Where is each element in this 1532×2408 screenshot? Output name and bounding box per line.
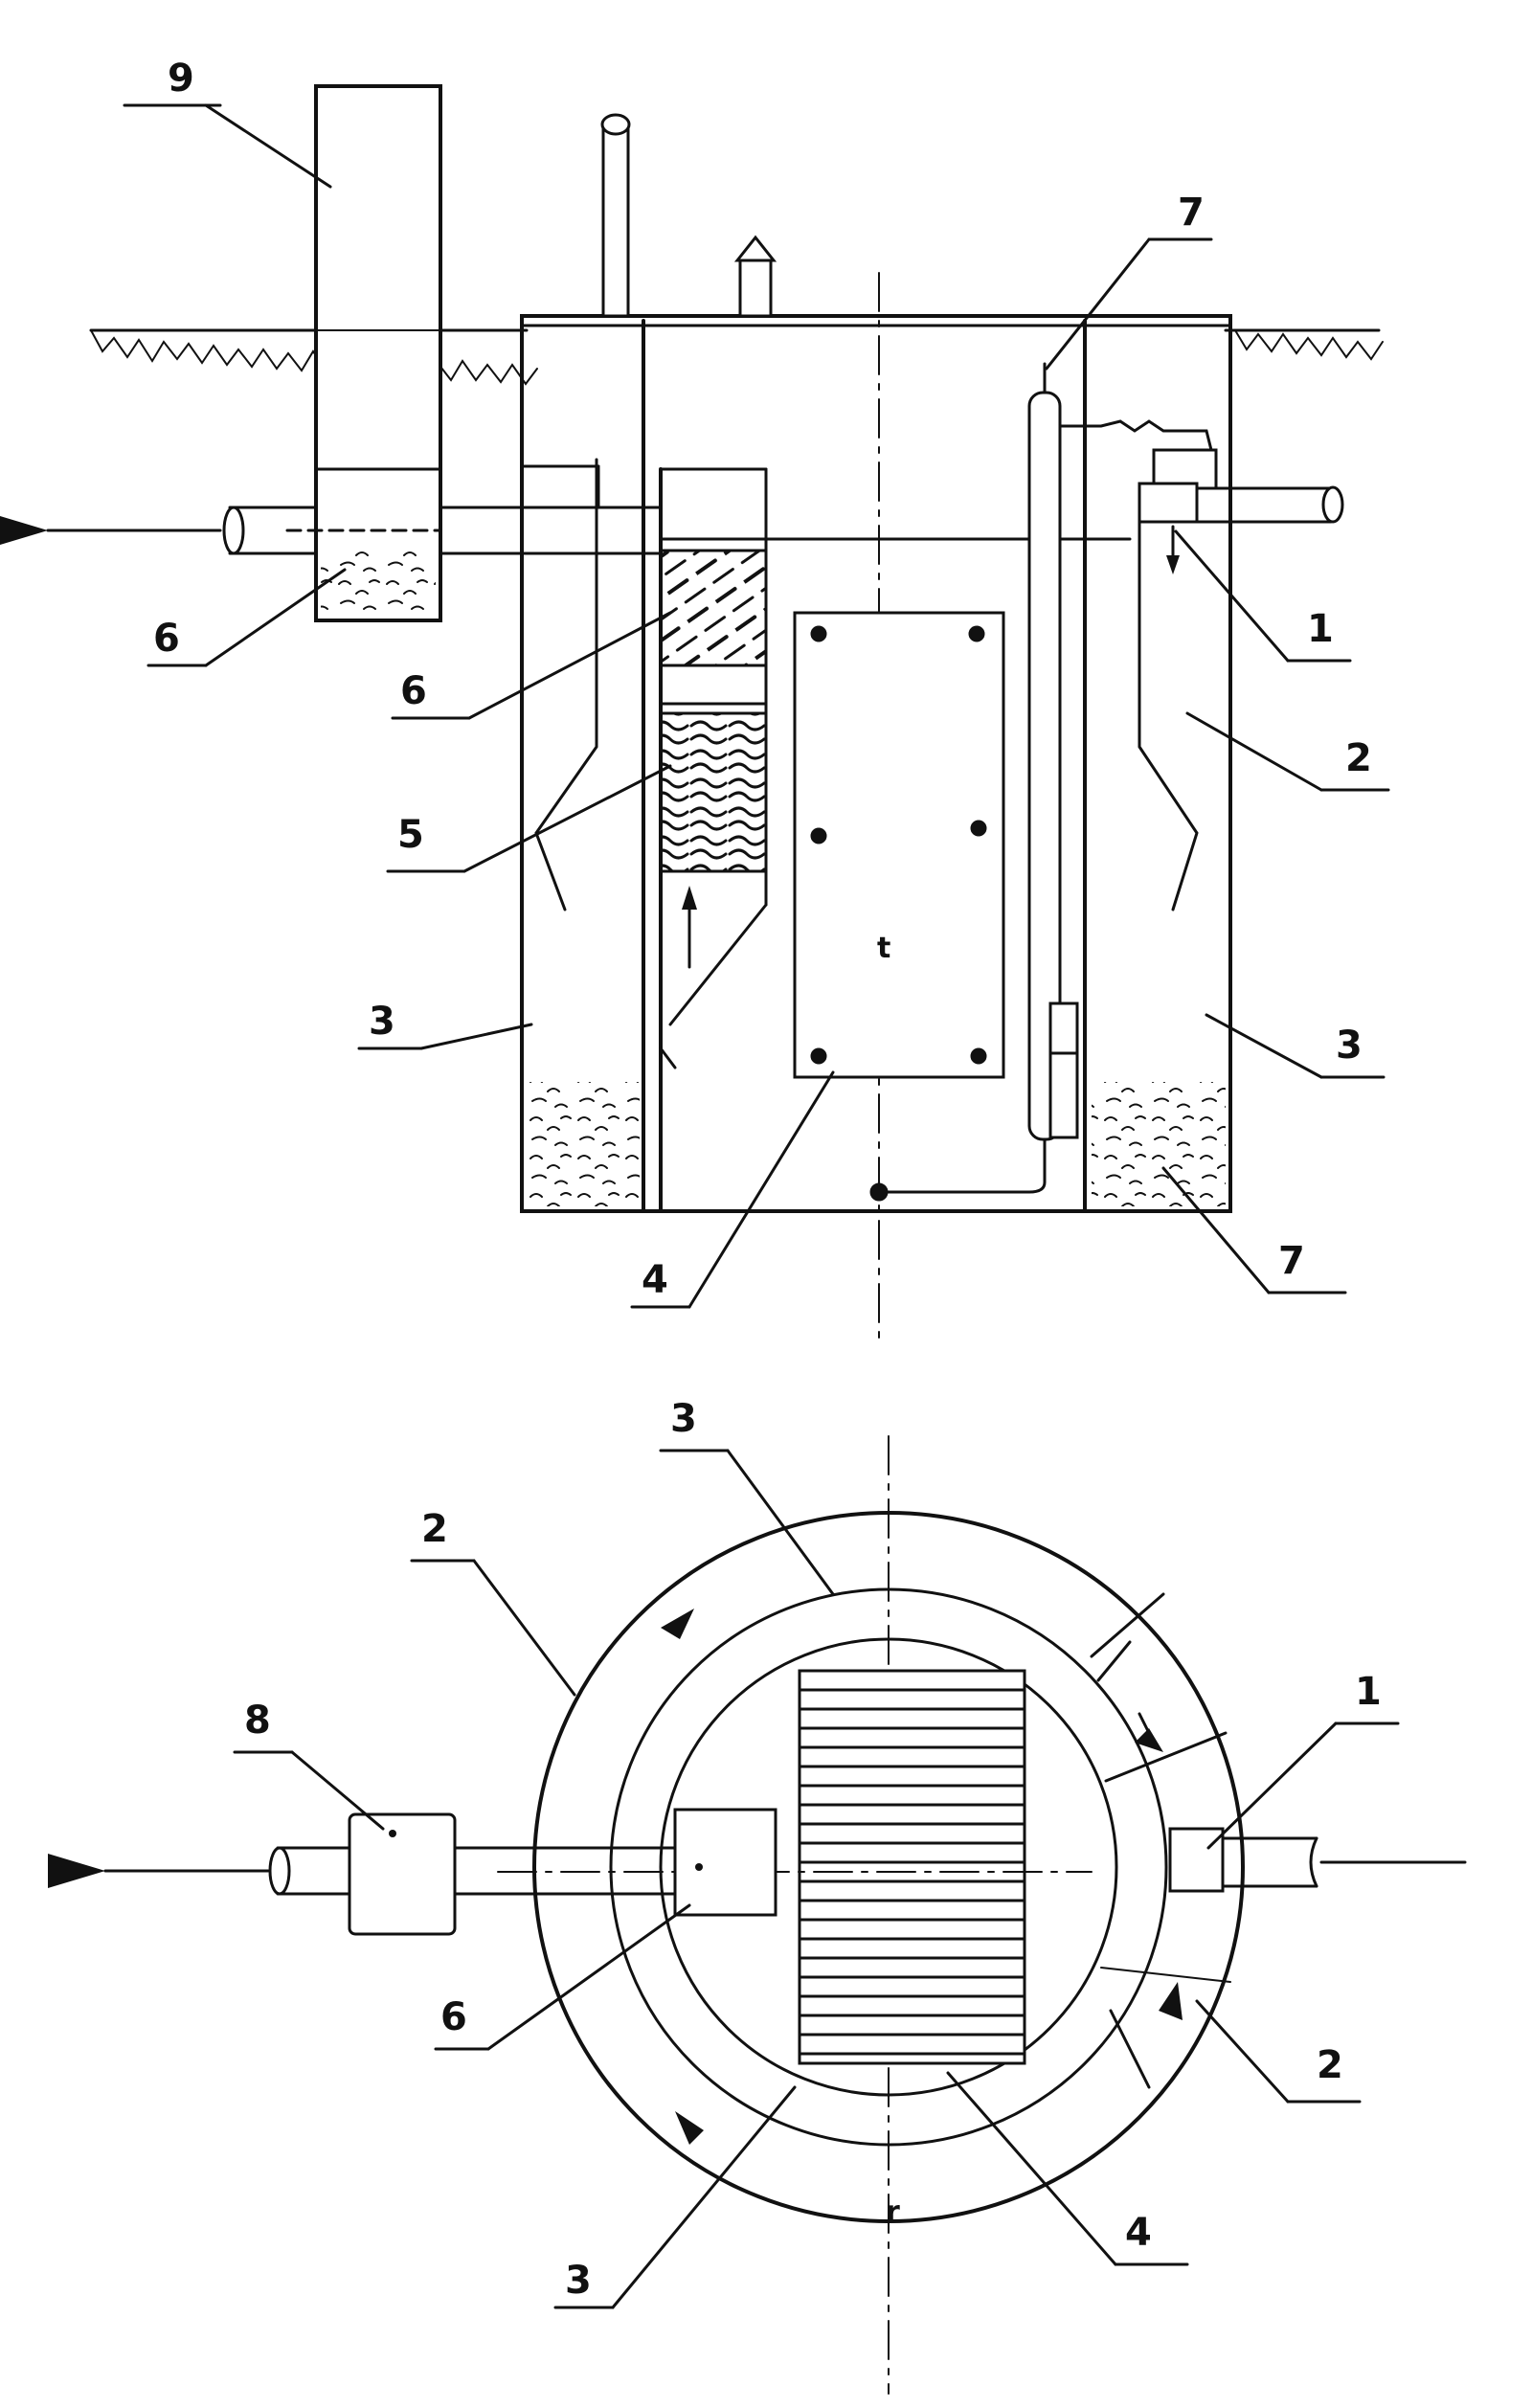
right-baffle bbox=[1138, 506, 1199, 911]
callout-4-plan: 4 bbox=[1125, 2211, 1152, 2255]
vent-pipe bbox=[600, 113, 631, 318]
callout-2-plan-left: 2 bbox=[421, 1507, 448, 1551]
inner-ring bbox=[659, 1637, 1118, 2097]
callout-7-top: 7 bbox=[1178, 191, 1205, 235]
callout-5: 5 bbox=[397, 813, 424, 857]
callout-3-right: 3 bbox=[1336, 1024, 1363, 1068]
grease-trap-9 bbox=[285, 84, 442, 622]
callout-3-bottom: 3 bbox=[565, 2259, 592, 2303]
side-section-view: t 9 7 bbox=[0, 56, 1390, 1341]
ground-surface bbox=[89, 328, 1384, 386]
plan-axis-mark: r bbox=[886, 2195, 900, 2229]
ring-flow-arrows bbox=[661, 1609, 1183, 2145]
bio-module-4: t bbox=[793, 611, 1005, 1079]
plan-grease-trap-8 bbox=[348, 1812, 457, 1936]
partition-top-right bbox=[1090, 1592, 1165, 1658]
plan-inlet-pipe-1 bbox=[1168, 1827, 1467, 1893]
callouts-plan: 3 2 1 8 6 2 3 4 bbox=[233, 1397, 1400, 2309]
callout-2-side: 2 bbox=[1345, 736, 1372, 780]
module-mark: t bbox=[877, 932, 890, 965]
partition-right-lower bbox=[1109, 2009, 1151, 2089]
partition-right-upper bbox=[1104, 1731, 1228, 1783]
callout-7-bottom: 7 bbox=[1278, 1239, 1305, 1283]
callout-3-top: 3 bbox=[670, 1397, 697, 1441]
callouts-side: 9 7 1 6 6 2 5 3 3 4 7 bbox=[123, 56, 1390, 1309]
callout-3-left: 3 bbox=[369, 1000, 395, 1044]
right-sediment bbox=[1092, 1082, 1226, 1206]
bio-filter-column bbox=[659, 467, 768, 1213]
callout-1-side: 1 bbox=[1307, 607, 1334, 651]
flow-arrow-tail bbox=[1138, 1712, 1156, 1744]
callout-9: 9 bbox=[168, 56, 194, 101]
airlift-pump-7 bbox=[869, 362, 1213, 1202]
sorbent-layer-6 bbox=[659, 549, 768, 667]
callout-1-plan: 1 bbox=[1355, 1670, 1382, 1714]
callout-6-mid: 6 bbox=[400, 669, 427, 713]
callout-8: 8 bbox=[244, 1699, 271, 1743]
outer-ring bbox=[532, 1511, 1245, 2223]
middle-ring bbox=[609, 1587, 1168, 2147]
inlet-pipe-1 bbox=[1138, 448, 1344, 574]
filter-media-5 bbox=[659, 711, 768, 873]
tank-body bbox=[520, 314, 1232, 1213]
plan-bio-module-4 bbox=[798, 1669, 1026, 2065]
plan-outlet-chamber-6 bbox=[673, 1808, 777, 1917]
plan-outlet-pipe bbox=[48, 1846, 677, 1896]
callout-6-plan: 6 bbox=[440, 1995, 467, 2039]
outlet-pipe bbox=[0, 464, 663, 555]
plan-view: r 3 2 1 8 6 2 3 4 bbox=[48, 1397, 1467, 2395]
left-sediment bbox=[525, 1082, 640, 1206]
vent-cap bbox=[733, 235, 777, 318]
left-baffle bbox=[534, 458, 598, 911]
callout-2-plan-right: 2 bbox=[1317, 2043, 1343, 2087]
callout-4-side: 4 bbox=[642, 1258, 668, 1302]
callout-6-left: 6 bbox=[153, 617, 180, 661]
